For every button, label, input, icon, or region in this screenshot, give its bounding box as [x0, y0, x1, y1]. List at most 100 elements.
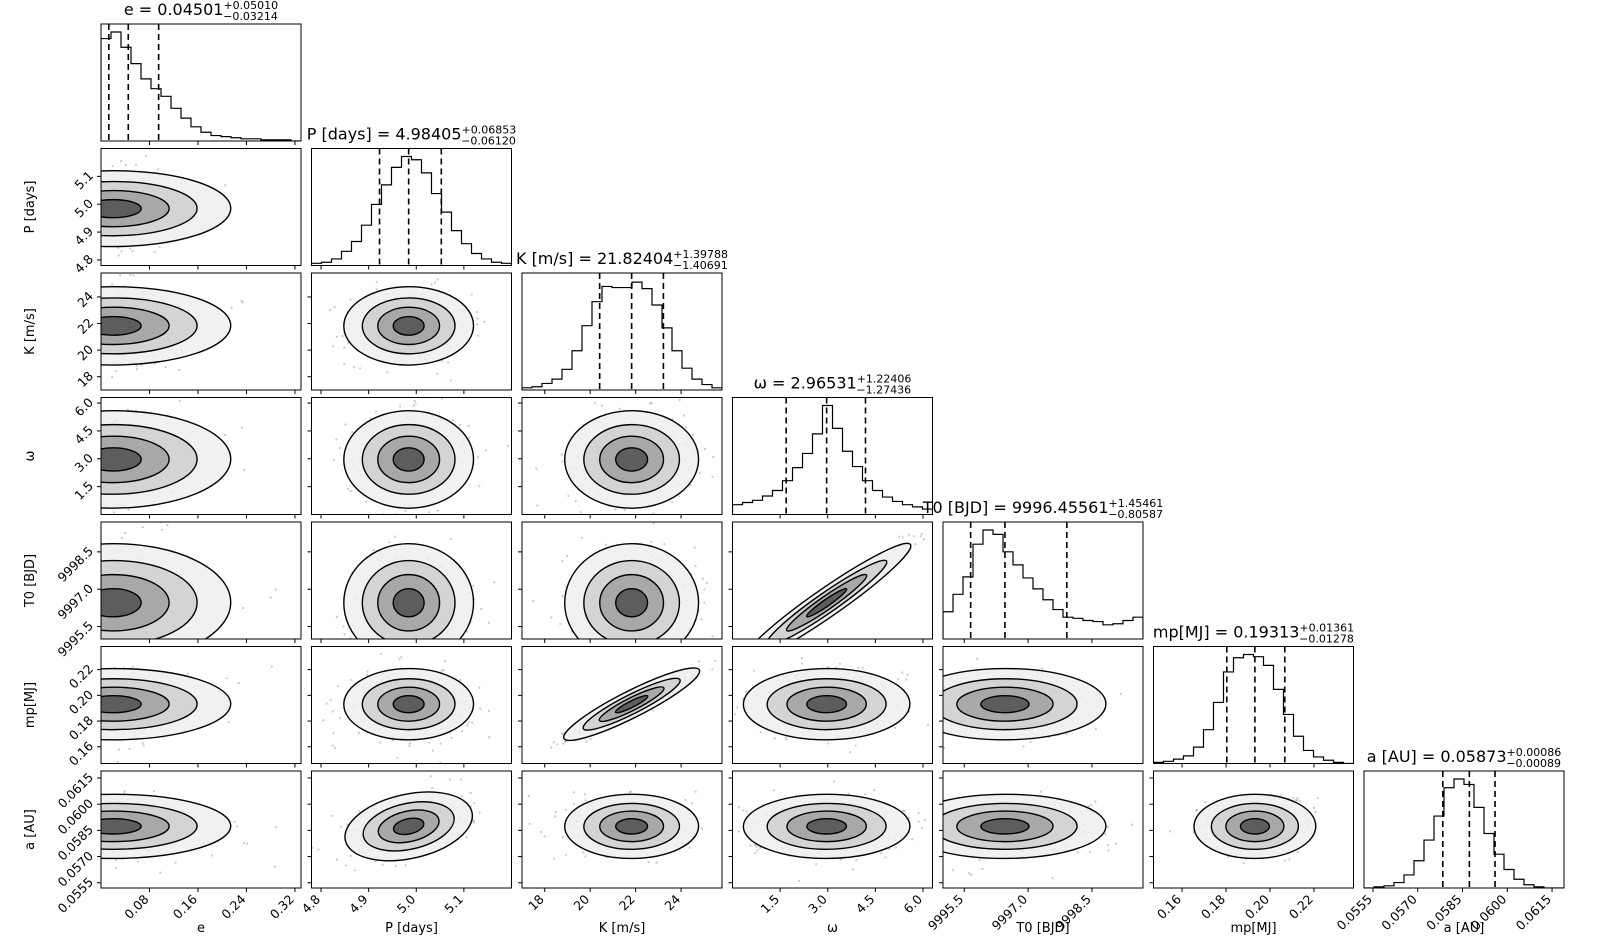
- scatter-point: [334, 746, 337, 750]
- scatter-point: [581, 851, 585, 854]
- scatter-point: [124, 163, 127, 167]
- histogram-step: [311, 155, 512, 266]
- scatter-point: [344, 650, 346, 652]
- scatter-point: [929, 688, 931, 690]
- scatter-point: [398, 658, 401, 661]
- scatter-point: [650, 540, 653, 543]
- scatter-point: [431, 786, 434, 790]
- density-contour-3: [101, 587, 142, 618]
- scatter-point: [223, 433, 227, 437]
- scatter-point: [648, 402, 652, 405]
- scatter-point: [783, 642, 785, 644]
- scatter-point: [459, 678, 462, 681]
- scatter-point: [413, 399, 416, 403]
- scatter-point: [703, 447, 707, 450]
- scatter-point: [921, 692, 923, 694]
- scatter-point: [242, 841, 246, 844]
- panel-frame: [942, 646, 1144, 764]
- scatter-point: [597, 652, 599, 654]
- scatter-point: [132, 274, 135, 277]
- panel-frame: [311, 148, 512, 266]
- scatter-point: [118, 274, 122, 277]
- scatter-point: [703, 601, 706, 604]
- histogram-panel-4: [942, 521, 1144, 643]
- scatter-point: [600, 404, 604, 407]
- scatter-point: [131, 665, 134, 668]
- scatter-point: [110, 283, 114, 286]
- panel-content: [101, 789, 278, 874]
- histogram-panel-1: [311, 148, 512, 270]
- scatter-point: [1022, 745, 1025, 748]
- density-contour-3: [980, 695, 1030, 714]
- scatter-point: [136, 860, 140, 863]
- scatter-point: [335, 438, 338, 441]
- scatter-point: [331, 345, 335, 348]
- scatter-point: [335, 858, 339, 861]
- scatter-point: [142, 744, 145, 747]
- panel-frame: [311, 770, 512, 889]
- scatter-point: [114, 369, 117, 373]
- scatter-point: [561, 732, 564, 735]
- scatter-point: [912, 535, 915, 538]
- scatter-panel-0-6: [97, 770, 302, 892]
- scatter-point: [408, 742, 412, 745]
- scatter-point: [112, 658, 114, 660]
- scatter-point: [690, 802, 694, 805]
- scatter-point: [467, 721, 470, 724]
- scatter-point: [116, 519, 118, 521]
- scatter-point: [478, 686, 481, 689]
- scatter-point: [561, 742, 565, 745]
- scatter-point: [147, 650, 149, 652]
- scatter-point: [338, 446, 341, 450]
- panel-content: [535, 398, 715, 515]
- scatter-point: [459, 259, 461, 261]
- scatter-point: [379, 741, 382, 744]
- scatter-point: [734, 713, 737, 716]
- scatter-point: [652, 512, 655, 515]
- scatter-point: [123, 531, 127, 534]
- scatter-point: [304, 722, 306, 724]
- scatter-point: [698, 472, 701, 475]
- scatter-point: [122, 656, 124, 658]
- scatter-point: [273, 865, 277, 868]
- panel-content: [943, 522, 1143, 639]
- histogram-step: [522, 281, 722, 390]
- scatter-panel-0-3: [97, 397, 302, 521]
- panel-frame: [732, 646, 933, 764]
- density-contour-3: [392, 315, 425, 336]
- scatter-point: [905, 678, 908, 681]
- scatter-point: [451, 419, 454, 422]
- scatter-point: [398, 405, 402, 408]
- scatter-point: [473, 820, 476, 823]
- scatter-point: [128, 650, 130, 652]
- scatter-point: [116, 647, 118, 649]
- panel-frame: [100, 770, 302, 889]
- scatter-point: [441, 650, 443, 652]
- scatter-point: [561, 559, 564, 563]
- scatter-point: [358, 367, 362, 370]
- scatter-point: [487, 709, 491, 712]
- scatter-point: [436, 372, 439, 375]
- scatter-point: [650, 659, 652, 661]
- scatter-point: [727, 592, 729, 594]
- scatter-point: [135, 364, 139, 368]
- scatter-point: [237, 681, 240, 685]
- scatter-point: [604, 643, 606, 645]
- panel-content: [550, 659, 717, 749]
- scatter-point: [123, 790, 126, 793]
- scatter-point: [322, 719, 325, 722]
- scatter-point: [483, 320, 486, 323]
- scatter-point: [333, 305, 336, 309]
- scatter-point: [938, 704, 940, 706]
- panel-content: [101, 399, 246, 521]
- scatter-point: [375, 280, 378, 284]
- scatter-point: [157, 168, 160, 171]
- scatter-point: [470, 293, 473, 296]
- scatter-point: [412, 404, 415, 407]
- scatter-point: [480, 607, 483, 610]
- scatter-point: [685, 425, 688, 429]
- scatter-point: [611, 647, 613, 649]
- scatter-point: [476, 317, 479, 320]
- scatter-point: [448, 518, 450, 520]
- scatter-point: [120, 160, 123, 163]
